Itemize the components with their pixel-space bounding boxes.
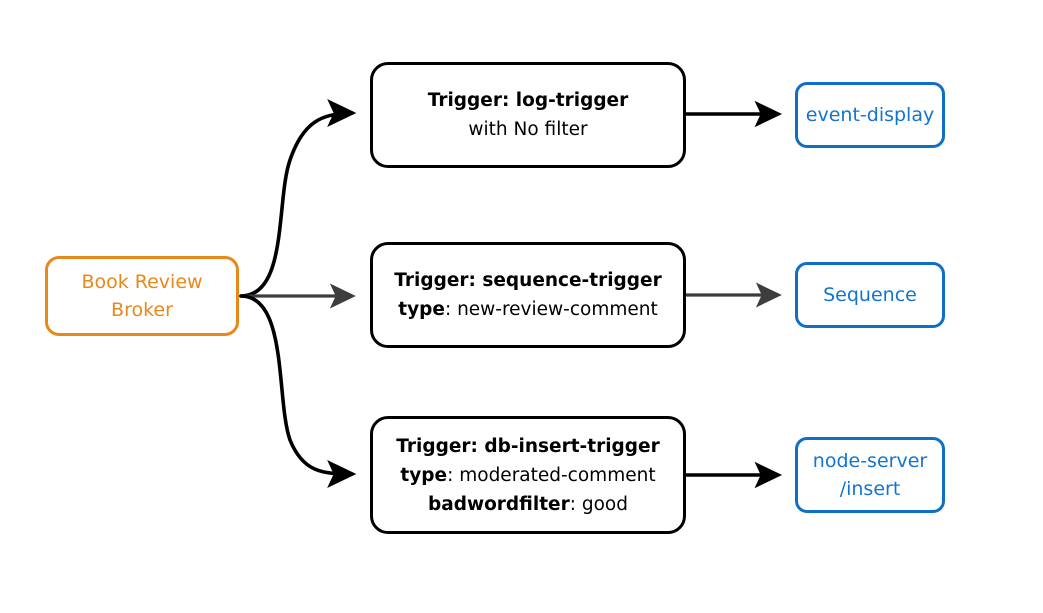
db-insert-trigger-line2: type: moderated-comment <box>400 461 655 490</box>
node-server-label-line2: /insert <box>839 478 901 500</box>
broker-label-line1: Book Review <box>81 271 203 293</box>
sequence-trigger-line2-bold: type <box>398 299 445 320</box>
sequence-trigger-line1: Trigger: sequence-trigger <box>394 266 661 295</box>
event-display-label: event-display <box>805 104 935 126</box>
log-trigger-line2-regular: with No filter <box>468 119 588 140</box>
db-insert-trigger-line2-bold: type <box>400 464 448 486</box>
sequence-label: Sequence <box>823 284 917 306</box>
edge-broker-to-db-insert-trigger <box>239 294 357 489</box>
log-trigger-line1-bold: Trigger: log-trigger <box>427 90 629 111</box>
node-book-review-broker[interactable]: Book Review Broker <box>45 256 239 336</box>
node-db-insert-trigger[interactable]: Trigger: db-insert-trigger type: moderat… <box>370 416 686 534</box>
log-trigger-line1: Trigger: log-trigger <box>428 86 628 115</box>
node-server-label-line1: node-server <box>812 450 928 472</box>
db-insert-trigger-line1-bold: Trigger: db-insert-trigger <box>396 435 660 457</box>
db-insert-trigger-line2-regular: : moderated-comment <box>447 464 656 486</box>
db-insert-trigger-line3-regular: : good <box>569 493 628 515</box>
edge-broker-to-log-trigger <box>239 98 357 298</box>
broker-label-line2: Broker <box>111 299 173 321</box>
node-node-server-insert[interactable]: node-server /insert <box>795 437 945 513</box>
node-sequence-trigger[interactable]: Trigger: sequence-trigger type: new-revi… <box>370 242 686 348</box>
db-insert-trigger-line1: Trigger: db-insert-trigger <box>396 432 659 461</box>
node-sequence[interactable]: Sequence <box>795 262 945 328</box>
sequence-trigger-line2-regular: : new-review-comment <box>444 299 658 320</box>
db-insert-trigger-line3: badwordfilter: good <box>428 490 628 519</box>
node-event-display[interactable]: event-display <box>795 82 945 148</box>
sequence-trigger-line1-bold: Trigger: sequence-trigger <box>394 270 662 291</box>
log-trigger-line2: with No filter <box>468 115 587 144</box>
db-insert-trigger-line3-bold: badwordfilter <box>428 493 570 515</box>
sequence-trigger-line2: type: new-review-comment <box>398 295 657 324</box>
node-log-trigger[interactable]: Trigger: log-trigger with No filter <box>370 62 686 168</box>
